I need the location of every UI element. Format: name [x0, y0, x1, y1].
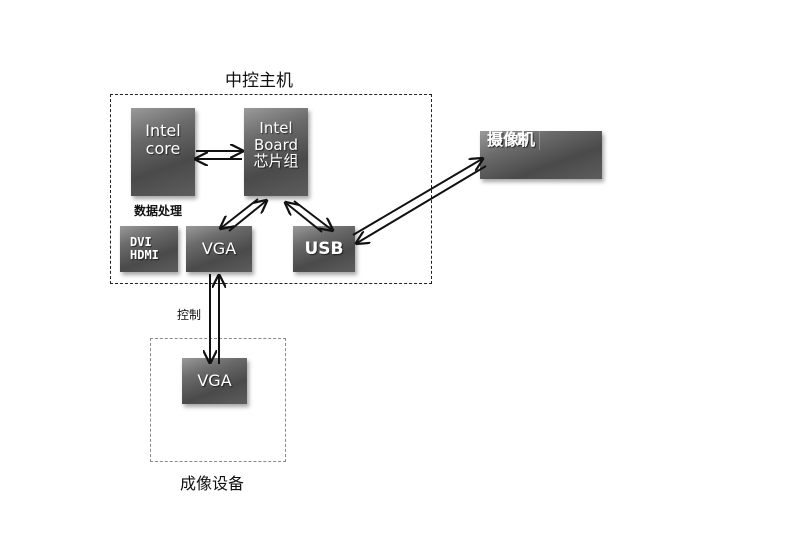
arrow-usb-to-board — [286, 203, 323, 233]
arrow-camera-to-usb — [357, 165, 487, 243]
intel-core-line2: core — [145, 138, 181, 158]
hdmi-label: HDMI — [130, 248, 159, 262]
usb-camera-camera-segment: 摄像机 — [480, 131, 542, 149]
usb-camera-usb-label: USB — [489, 130, 529, 150]
intel-board-line3: 芯片组 — [253, 152, 299, 170]
dvi-hdmi-block: DVI HDMI — [120, 226, 178, 272]
imaging-group-label: 成像设备 — [180, 474, 245, 493]
vga-host-label: VGA — [201, 239, 237, 259]
dvi-label: DVI — [130, 234, 152, 249]
vga-device-block: VGA — [182, 358, 247, 404]
usb-host-block: USB — [293, 226, 355, 272]
data-processing-label: 数据处理 — [134, 204, 183, 218]
arrow-board-to-vga — [221, 198, 259, 228]
usb-camera-camera-label: 摄像机 — [486, 130, 535, 149]
arrow-usb-to-camera — [352, 159, 482, 236]
intel-core-block: Intel core — [131, 108, 195, 196]
control-label: 控制 — [177, 308, 202, 322]
vga-device-label: VGA — [197, 371, 232, 391]
intel-board-block: Intel Board 芯片组 — [244, 108, 308, 196]
intel-core-line1: Intel — [145, 121, 181, 140]
usb-camera-usb-segment: USB — [480, 131, 540, 150]
host-group-label: 中控主机 — [225, 71, 293, 91]
arrow-vga-to-board — [228, 201, 266, 232]
usb-host-label: USB — [304, 238, 344, 259]
arrow-board-to-usb — [293, 200, 332, 230]
intel-board-line2: Board — [253, 135, 299, 154]
intel-board-line1: Intel — [259, 119, 293, 137]
vga-host-block: VGA — [186, 226, 252, 272]
usb-camera-block: USB 摄像机 — [480, 131, 602, 179]
